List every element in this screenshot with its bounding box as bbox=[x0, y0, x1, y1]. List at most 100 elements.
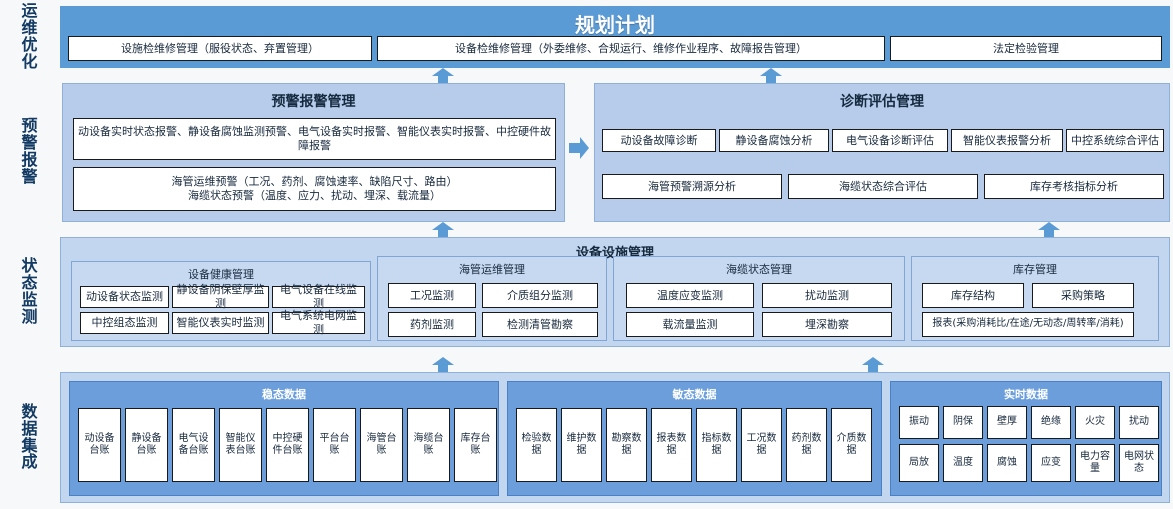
group-item[interactable]: 扰动监测 bbox=[762, 283, 892, 308]
sidebar-item-alarm[interactable]: 预警报警 bbox=[0, 82, 60, 222]
data-chip-label: 振动 bbox=[909, 416, 929, 428]
alarm-box-pipeline-cable[interactable]: 海管运维预警（工况、药剂、腐蚀速率、缺陷尺寸、路由） 海缆状态预警（温度、应力、… bbox=[73, 167, 556, 211]
group-item[interactable]: 检测清管勘察 bbox=[482, 312, 598, 337]
sidebar-item-label: 数据集成 bbox=[21, 401, 39, 472]
data-chip[interactable]: 动设备台账 bbox=[78, 408, 121, 482]
data-chip[interactable]: 指标数据 bbox=[696, 408, 737, 482]
diagnosis-box-pipeline-alarm-tracing[interactable]: 海管预警溯源分析 bbox=[602, 174, 782, 199]
planning-box-equipment-maintenance[interactable]: 设备检维修管理（外委维修、合规运行、维修作业程序、故障报告管理） bbox=[377, 36, 885, 61]
data-chip[interactable]: 中控硬件台账 bbox=[266, 408, 309, 482]
data-chip[interactable]: 温度 bbox=[943, 444, 983, 482]
group-item[interactable]: 电气系统电网监测 bbox=[272, 309, 365, 336]
data-chip-label: 平台台账 bbox=[319, 432, 350, 457]
data-chip-label: 应变 bbox=[1041, 456, 1061, 468]
group-item[interactable]: 采购策略 bbox=[1032, 283, 1134, 308]
diagnosis-box-inventory-kpi-analysis[interactable]: 库存考核指标分析 bbox=[984, 174, 1164, 199]
data-chip[interactable]: 海缆台账 bbox=[407, 408, 450, 482]
sidebar-item-ops-optimization[interactable]: 运维优化 bbox=[0, 2, 60, 72]
data-chip[interactable]: 介质数据 bbox=[831, 408, 872, 482]
arrow-up-icon bbox=[1038, 222, 1060, 239]
group-item[interactable]: 载流量监测 bbox=[626, 312, 754, 337]
group-item-label: 药剂监测 bbox=[410, 317, 454, 331]
group-item[interactable]: 报表(采购消耗比/在途/无动态/周转率/消耗) bbox=[922, 312, 1134, 337]
data-chip[interactable]: 海管台账 bbox=[360, 408, 403, 482]
data-chip[interactable]: 火灾 bbox=[1075, 406, 1115, 439]
planning-title: 规划计划 bbox=[575, 13, 655, 37]
diagnosis-box-cable-status-evaluation[interactable]: 海缆状态综合评估 bbox=[788, 174, 978, 199]
sidebar-item-label: 状态监测 bbox=[21, 256, 39, 326]
data-chip-label: 电网状态 bbox=[1124, 450, 1154, 475]
diagnosis-box-electrical-diagnosis[interactable]: 电气设备诊断评估 bbox=[832, 129, 948, 152]
group-item[interactable]: 埋深勘察 bbox=[762, 312, 892, 337]
data-chip[interactable]: 绝缘 bbox=[1031, 406, 1071, 439]
data-chip[interactable]: 平台台账 bbox=[313, 408, 356, 482]
diagnosis-panel: 诊断评估管理 动设备故障诊断 静设备腐蚀分析 电气设备诊断评估 智能仪表报警分析… bbox=[594, 83, 1170, 222]
data-chip[interactable]: 电气设备台账 bbox=[172, 408, 215, 482]
group-item[interactable]: 电气设备在线监测 bbox=[272, 283, 365, 310]
data-chip[interactable]: 检验数据 bbox=[516, 408, 557, 482]
group-cable-status: 海缆状态管理 温度应变监测 扰动监测 载流量监测 埋深勘察 bbox=[613, 256, 905, 341]
diagnosis-box-label: 静设备腐蚀分析 bbox=[735, 133, 813, 147]
group-item-label: 库存结构 bbox=[951, 288, 995, 302]
data-chip[interactable]: 静设备台账 bbox=[125, 408, 168, 482]
data-chip[interactable]: 药剂数据 bbox=[786, 408, 827, 482]
diagnosis-box-static-corrosion[interactable]: 静设备腐蚀分析 bbox=[719, 129, 829, 152]
sidebar: 运维优化 预警报警 状态监测 数据集成 bbox=[0, 0, 60, 509]
sidebar-item-data-integration[interactable]: 数据集成 bbox=[0, 372, 60, 503]
sidebar-item-label: 运维优化 bbox=[21, 1, 39, 71]
group-item-label: 电气系统电网监测 bbox=[280, 309, 357, 336]
data-chip[interactable]: 应变 bbox=[1031, 444, 1071, 482]
group-item-label: 动设备状态监测 bbox=[86, 290, 163, 304]
data-chip-label: 壁厚 bbox=[997, 416, 1017, 428]
group-item-label: 采购策略 bbox=[1061, 288, 1105, 302]
data-chip[interactable]: 壁厚 bbox=[987, 406, 1027, 439]
group-item-label: 介质组分监测 bbox=[507, 288, 573, 302]
data-chip-label: 静设备台账 bbox=[131, 432, 162, 457]
group-item[interactable]: 中控组态监测 bbox=[80, 312, 169, 334]
group-item[interactable]: 静设备阴保壁厚监测 bbox=[172, 283, 269, 310]
group-item[interactable]: 药剂监测 bbox=[388, 312, 476, 337]
data-chip[interactable]: 工况数据 bbox=[741, 408, 782, 482]
data-chip[interactable]: 智能仪表台账 bbox=[219, 408, 262, 482]
data-chip[interactable]: 阴保 bbox=[943, 406, 983, 439]
planning-box-statutory-inspection[interactable]: 法定检验管理 bbox=[890, 36, 1162, 61]
diagnosis-box-dcs-evaluation[interactable]: 中控系统综合评估 bbox=[1066, 129, 1164, 152]
data-chip[interactable]: 电力容量 bbox=[1075, 444, 1115, 482]
group-item[interactable]: 库存结构 bbox=[922, 283, 1024, 308]
data-chip[interactable]: 电网状态 bbox=[1119, 444, 1159, 482]
planning-box-label: 法定检验管理 bbox=[993, 41, 1059, 55]
group-item[interactable]: 智能仪表实时监测 bbox=[172, 312, 269, 334]
group-item[interactable]: 动设备状态监测 bbox=[80, 286, 169, 308]
planning-section: 规划计划 设施检维修管理（服役状态、弃置管理） 设备检维修管理（外委维修、合规运… bbox=[60, 6, 1170, 68]
data-chip[interactable]: 扰动 bbox=[1119, 406, 1159, 439]
data-chip[interactable]: 库存台账 bbox=[454, 408, 497, 482]
data-chip[interactable]: 腐蚀 bbox=[987, 444, 1027, 482]
sidebar-item-status-monitoring[interactable]: 状态监测 bbox=[0, 237, 60, 347]
data-chip[interactable]: 报表数据 bbox=[651, 408, 692, 482]
data-chip[interactable]: 维护数据 bbox=[561, 408, 602, 482]
data-chip[interactable]: 勘察数据 bbox=[606, 408, 647, 482]
group-item-label: 中控组态监测 bbox=[91, 316, 158, 330]
diagnosis-box-rotating-equipment-fault[interactable]: 动设备故障诊断 bbox=[602, 129, 716, 152]
group-item[interactable]: 温度应变监测 bbox=[626, 283, 754, 308]
data-chip-label: 阴保 bbox=[953, 416, 973, 428]
group-item[interactable]: 工况监测 bbox=[388, 283, 476, 308]
group-item-label: 电气设备在线监测 bbox=[280, 283, 357, 310]
group-item-label: 载流量监测 bbox=[662, 317, 718, 331]
group-item[interactable]: 介质组分监测 bbox=[482, 283, 598, 308]
data-chip-label: 维护数据 bbox=[566, 432, 597, 457]
diagnosis-box-instrument-alarm-analysis[interactable]: 智能仪表报警分析 bbox=[951, 129, 1063, 152]
data-chip[interactable]: 振动 bbox=[899, 406, 939, 439]
group-inventory: 库存管理 库存结构 采购策略 报表(采购消耗比/在途/无动态/周转率/消耗) bbox=[911, 256, 1159, 341]
sidebar-item-label: 预警报警 bbox=[21, 116, 39, 186]
data-chip[interactable]: 局放 bbox=[899, 444, 939, 482]
group-title: 海管运维管理 bbox=[459, 263, 525, 276]
group-title: 库存管理 bbox=[1013, 263, 1057, 276]
diagnosis-box-label: 库存考核指标分析 bbox=[1030, 179, 1118, 193]
alarm-box-realtime[interactable]: 动设备实时状态报警、静设备腐蚀监测预警、电气设备实时报警、智能仪表实时报警、中控… bbox=[73, 118, 556, 160]
arrow-up-icon bbox=[862, 357, 884, 374]
data-chip-label: 智能仪表台账 bbox=[225, 432, 256, 457]
planning-box-facility-maintenance[interactable]: 设施检维修管理（服役状态、弃置管理） bbox=[68, 36, 372, 61]
data-panel-realtime: 实时数据 振动 阴保 壁厚 绝缘 火灾 扰动 局放 温度 bbox=[890, 381, 1162, 496]
